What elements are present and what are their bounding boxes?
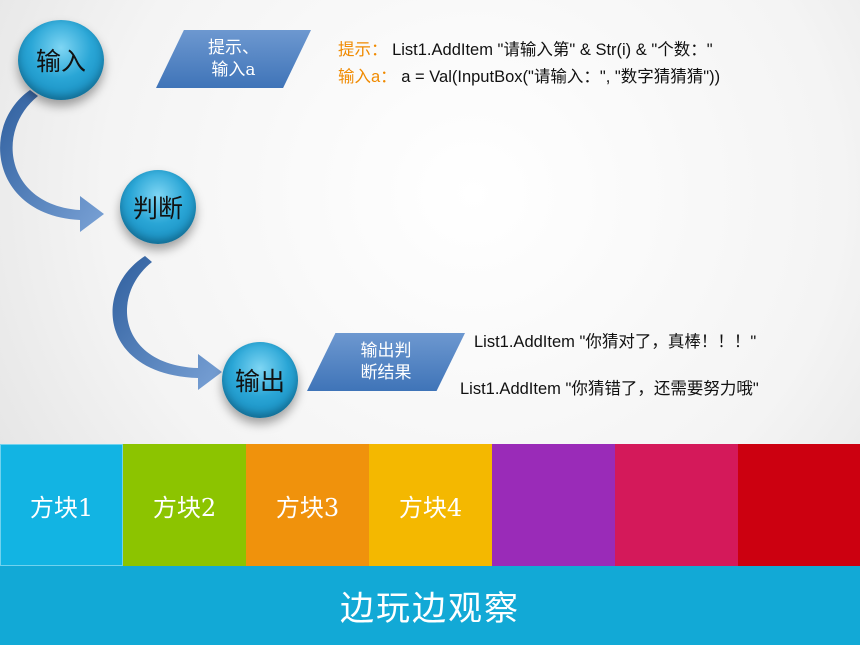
output-result-label: 输出判 断结果 bbox=[307, 333, 465, 391]
prompt-code: List1.AddItem "请输入第" & Str(i) & "个数：" bbox=[387, 41, 713, 59]
input-node: 输入 bbox=[18, 20, 104, 100]
code-line-input: 输入a： a = Val(InputBox("请输入：", "数字猜猜猜")) bbox=[338, 63, 720, 87]
prompt-input-label: 提示、 输入a bbox=[156, 30, 311, 88]
input-label: 输入a： bbox=[338, 68, 397, 86]
result-correct: List1.AddItem "你猜对了，真棒！！！" bbox=[474, 333, 757, 351]
input-code: a = Val(InputBox("请输入：", "数字猜猜猜")) bbox=[396, 68, 721, 86]
tile-6[interactable] bbox=[615, 444, 738, 566]
tile-5[interactable] bbox=[492, 444, 615, 566]
prompt-label: 提示： bbox=[338, 41, 388, 59]
arrow-input-to-judge bbox=[0, 90, 104, 232]
result-wrong: List1.AddItem "你猜错了，还需要努力哦" bbox=[460, 380, 759, 398]
arrow-judge-to-output bbox=[112, 256, 222, 390]
tile-2[interactable]: 方块2 bbox=[123, 444, 246, 566]
tile-7[interactable] bbox=[738, 444, 860, 566]
output-node: 输出 bbox=[222, 342, 298, 418]
judge-node: 判断 bbox=[120, 170, 196, 244]
tile-3[interactable]: 方块3 bbox=[246, 444, 369, 566]
tile-4[interactable]: 方块4 bbox=[369, 444, 492, 566]
tile-1[interactable]: 方块1 bbox=[0, 444, 123, 566]
footer-banner: 边玩边观察 bbox=[0, 566, 860, 645]
code-line-prompt: 提示： List1.AddItem "请输入第" & Str(i) & "个数：… bbox=[338, 36, 713, 60]
